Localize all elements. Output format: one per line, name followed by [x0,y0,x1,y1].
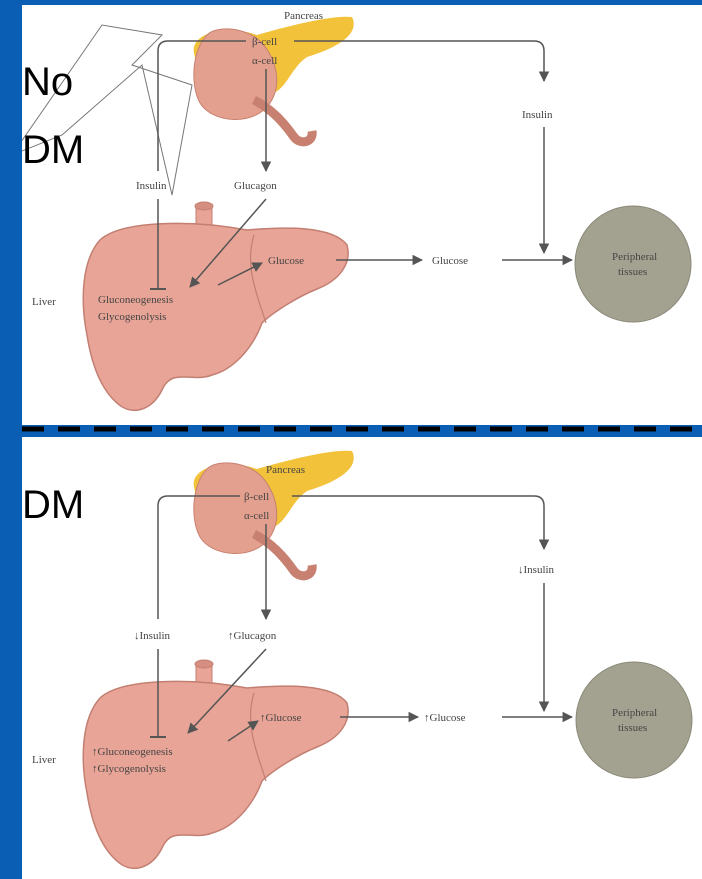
section-divider [22,424,702,434]
peripheral-label-line1: Peripheral [612,251,657,263]
glucose-liver-label: Glucose [268,255,304,267]
dm-diagram: Pancreas β-cell α-cell ↓Insulin ↓Insulin… [22,437,702,879]
glucagon-label: Glucagon [234,180,277,192]
no-dm-diagram: Pancreas β-cell α-cell Insulin Insulin G… [22,5,702,425]
no-dm-label-line1: No [22,60,73,104]
pancreas-label: Pancreas [284,10,323,22]
beta-cell-label: β-cell [252,36,277,48]
dm-label: DM [22,483,84,527]
glucose-liver-label: ↑Glucose [260,712,302,724]
insulin-left-label: Insulin [136,180,167,192]
peripheral-label-line1: Peripheral [612,707,657,719]
no-dm-label-line2: DM [22,128,84,172]
liver-label: Liver [32,754,56,766]
alpha-cell-label: α-cell [252,55,277,67]
beta-to-insulin-right-arrow [292,496,544,549]
alpha-cell-label: α-cell [244,510,269,522]
insulin-right-label: Insulin [522,109,553,121]
glycogenolysis-label: Glycogenolysis [98,311,166,323]
panel-dm: Pancreas β-cell α-cell ↓Insulin ↓Insulin… [22,437,702,879]
liver-label: Liver [32,296,56,308]
glucose-mid-label: Glucose [432,255,468,267]
pancreas-label: Pancreas [266,464,305,476]
liver-organ [83,202,348,410]
peripheral-tissues-circle [576,662,692,778]
beta-cell-label: β-cell [244,491,269,503]
frame-left [0,0,22,879]
glycogenolysis-label: ↑Glycogenolysis [92,763,166,775]
insulin-right-label: ↓Insulin [518,564,555,576]
glucagon-label: ↑Glucagon [228,630,277,642]
gluconeogenesis-label: ↑Gluconeogenesis [92,746,173,758]
peripheral-label-line2: tissues [618,266,647,278]
gluconeogenesis-label: Gluconeogenesis [98,294,173,306]
panel-no-dm: Pancreas β-cell α-cell Insulin Insulin G… [22,5,702,425]
peripheral-label-line2: tissues [618,722,647,734]
insulin-left-label: ↓Insulin [134,630,171,642]
peripheral-tissues-circle [575,206,691,322]
glucose-mid-label: ↑Glucose [424,712,466,724]
